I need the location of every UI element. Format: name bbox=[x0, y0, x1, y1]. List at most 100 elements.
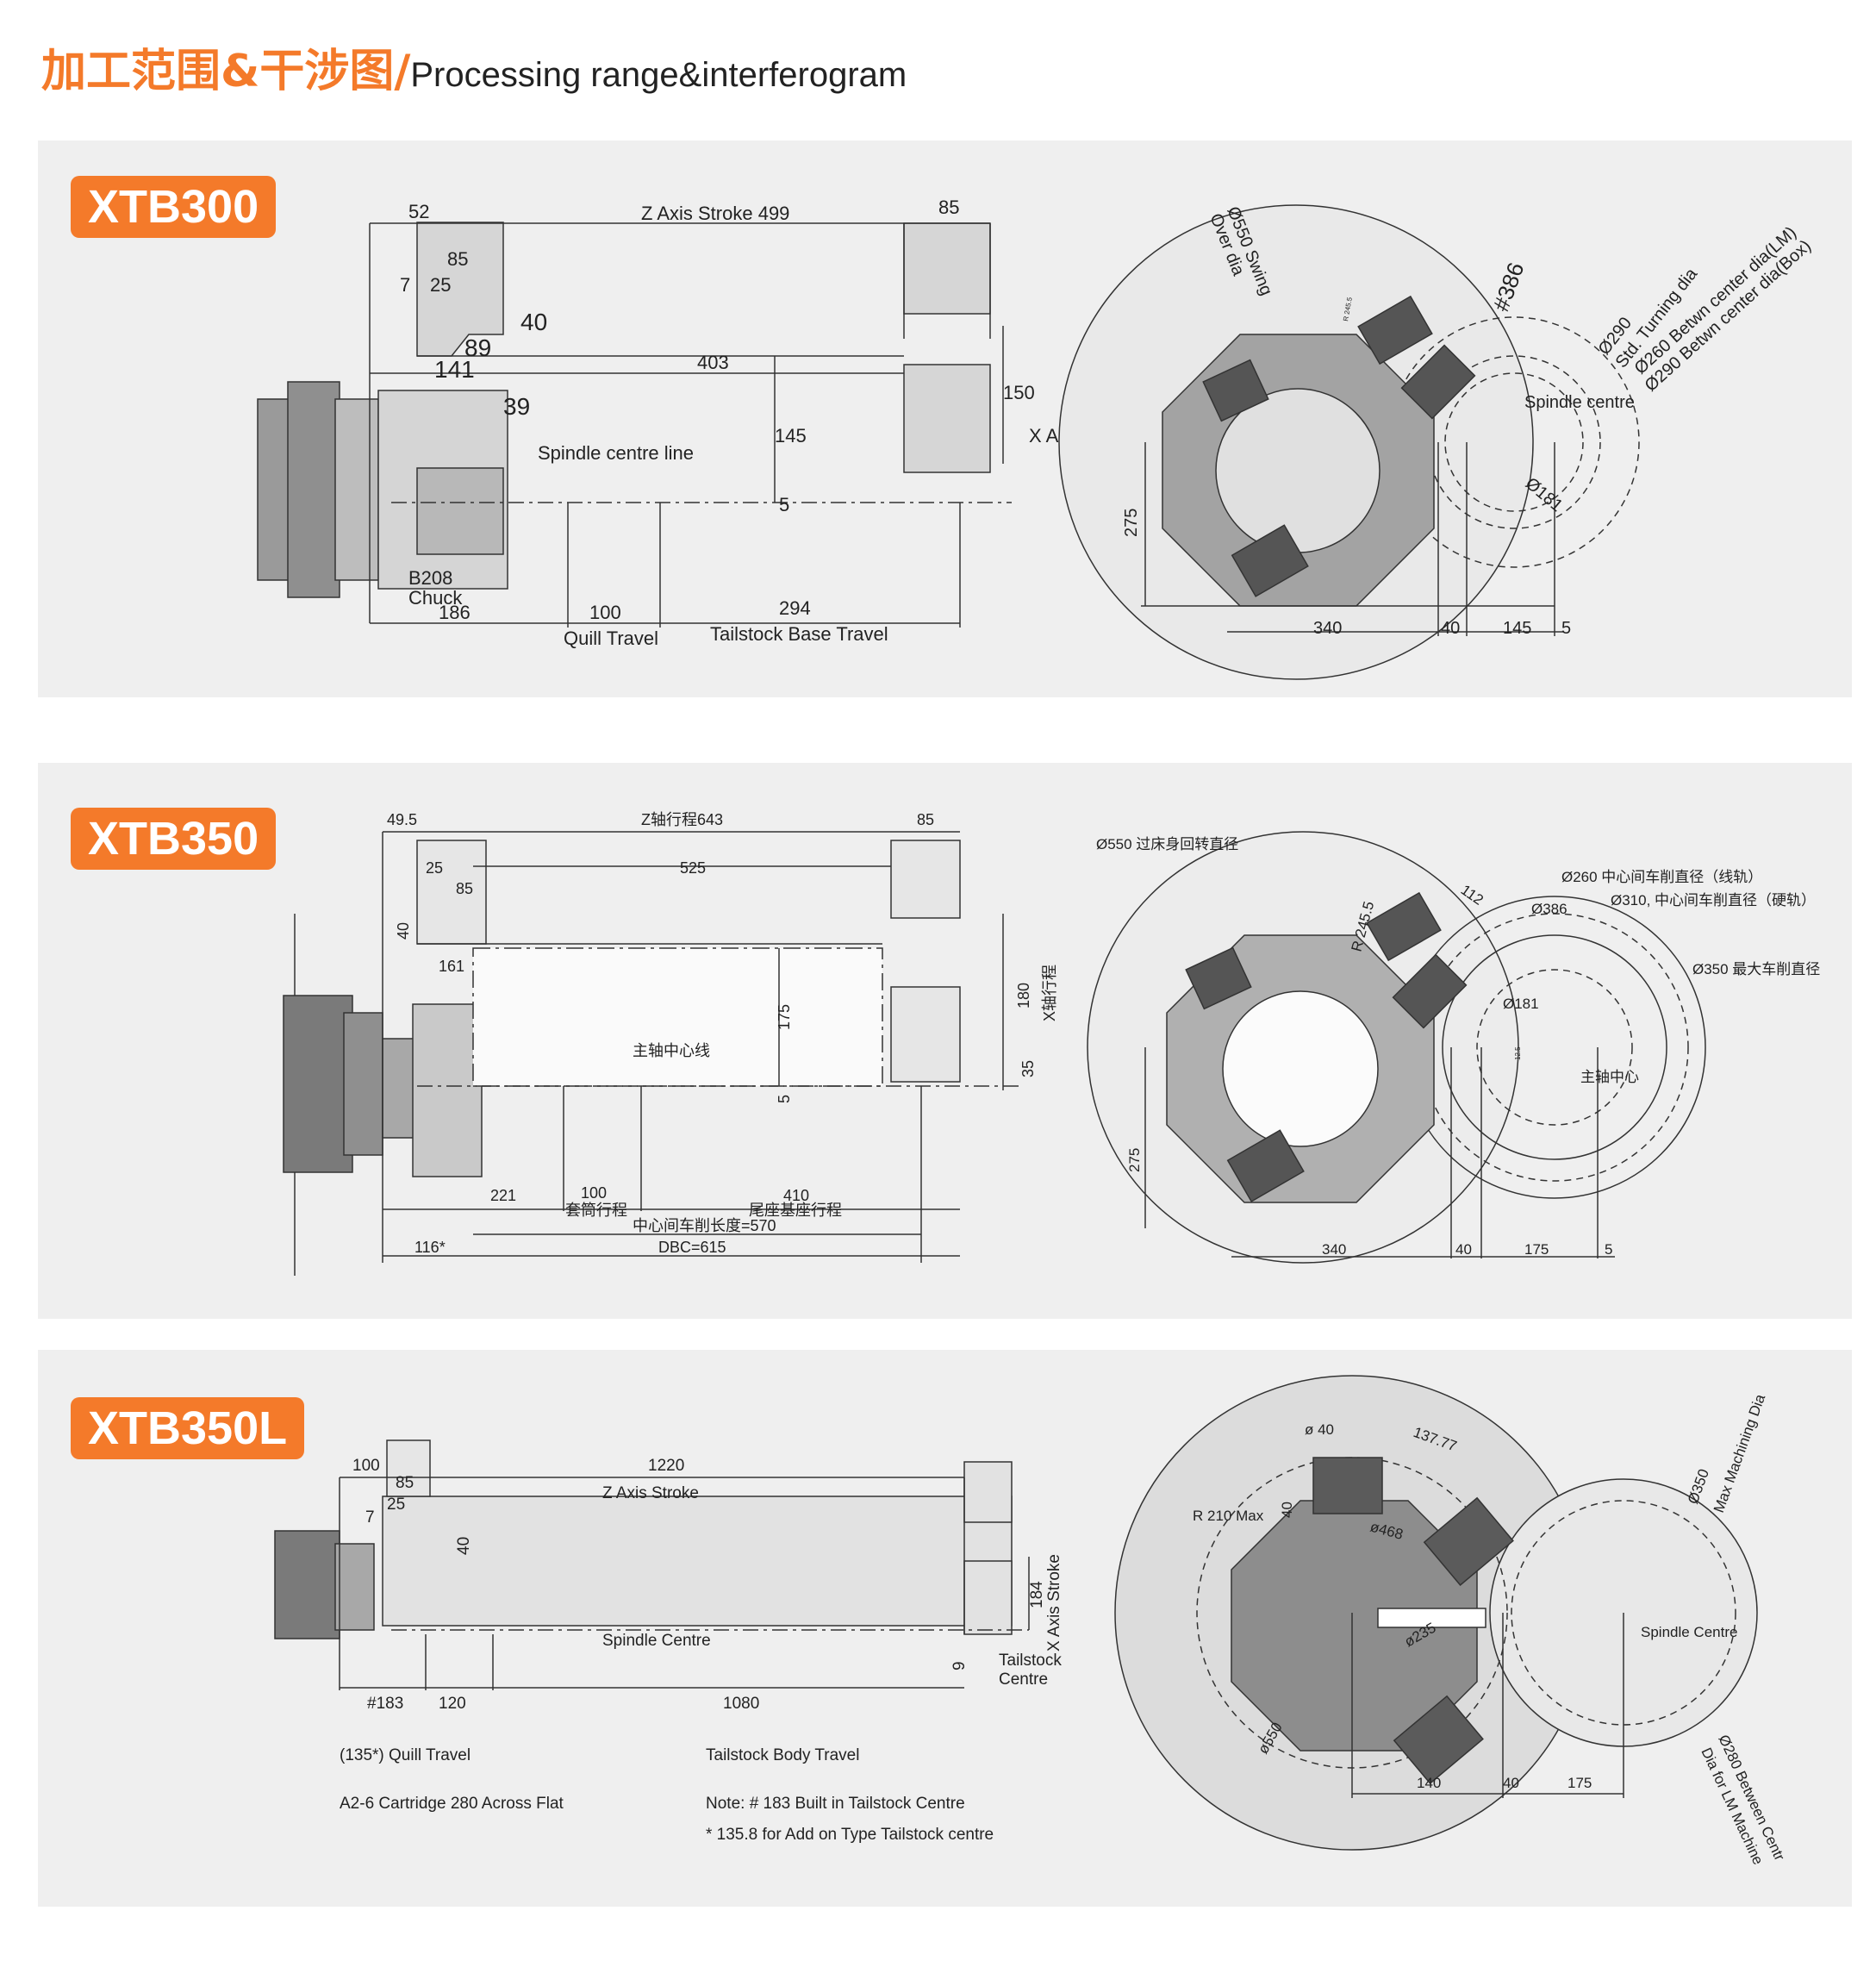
xtb300-dim-85-tool: 85 bbox=[447, 248, 468, 270]
xtb350-dim-180: 180 bbox=[1015, 983, 1032, 1008]
xtb350l-tailstock-top bbox=[963, 1461, 1013, 1523]
xtb300-dim-89: 89 bbox=[464, 334, 491, 361]
xtb300-dim-25: 25 bbox=[430, 274, 451, 296]
xtb350l-dim-140: 140 bbox=[1417, 1775, 1441, 1791]
xtb350l-chuck bbox=[334, 1543, 375, 1631]
xtb350l-cartridge: A2-6 Cartridge 280 Across Flat bbox=[340, 1795, 564, 1813]
xtb350l-spindle-centre: Spindle Centre bbox=[1641, 1624, 1737, 1640]
xtb300-drawing: 52 Z Axis Stroke 499 85 85 7 25 40 89 14… bbox=[257, 197, 1815, 680]
xtb350l-dim-183: #183 bbox=[367, 1695, 403, 1713]
xtb300-dim-386: #386 bbox=[1487, 259, 1529, 315]
xtb350-drawing: 49.5 Z轴行程643 85 25 85 525 40 161 175 180… bbox=[283, 811, 1820, 1276]
xtb300-lm-dia: Ø260 Betwn center dia(LM) bbox=[1631, 223, 1800, 378]
xtb350l-r210: R 210 Max bbox=[1193, 1508, 1264, 1524]
xtb350l-tool-slot bbox=[1377, 1608, 1486, 1628]
xtb350-dim-25: 25 bbox=[426, 859, 443, 877]
xtb350-tool-left bbox=[416, 840, 487, 945]
xtb350l-tool-holder-1 bbox=[1312, 1457, 1383, 1514]
xtb350-box-circle bbox=[1420, 913, 1689, 1182]
xtb350l-interference-diagram bbox=[1114, 1375, 1758, 1851]
xtb300-dim-186: 186 bbox=[439, 602, 471, 623]
xtb350l-dim-85: 85 bbox=[396, 1474, 414, 1492]
page-title: 加工范围&干涉图 / Processing range&interferogra… bbox=[41, 34, 907, 97]
xtb300-dim-145: 145 bbox=[1503, 619, 1531, 638]
model-badge-xtb300: XTB300 bbox=[71, 176, 277, 238]
xtb300-dim-141: 141 bbox=[434, 356, 475, 383]
xtb350l-tailstock-bottom bbox=[963, 1560, 1013, 1635]
xtb350-tailstock: 尾座基座行程 bbox=[749, 1202, 842, 1219]
xtb350l-dim-100: 100 bbox=[352, 1457, 380, 1475]
xtb350l-range-diagram bbox=[274, 1439, 1030, 1690]
xtb350l-tailstock-centre-2: Centre bbox=[999, 1670, 1048, 1689]
xtb350-dim-116: 116* bbox=[414, 1239, 446, 1256]
xtb350-dim-275: 275 bbox=[1126, 1148, 1143, 1172]
xtb350-range-labels: 49.5 Z轴行程643 85 25 85 525 40 161 175 180… bbox=[387, 811, 1058, 1256]
xtb300-chuck-model: B208 bbox=[408, 567, 452, 589]
xtb350l-dim-40-bottom: 40 bbox=[1503, 1775, 1519, 1791]
xtb350l-dim-184: 184 bbox=[1028, 1581, 1046, 1608]
xtb300-tool-holder-3 bbox=[1202, 359, 1269, 422]
xtb300-spindle-centre: Spindle centre bbox=[1524, 393, 1635, 412]
panel-xtb350: XTB350 49.5 Z轴行程 bbox=[38, 763, 1852, 1319]
xtb350l-x-stroke: X Axis Stroke bbox=[1045, 1554, 1063, 1652]
xtb300-dim-275: 275 bbox=[1122, 509, 1141, 537]
xtb350-between-length: 中心间车削长度=570 bbox=[633, 1217, 776, 1234]
xtb350l-dim-1080: 1080 bbox=[723, 1695, 759, 1713]
xtb350l-tool-holder-2 bbox=[1423, 1496, 1514, 1587]
xtb350-chuck-housing bbox=[382, 1038, 418, 1139]
xtb300-z-stroke: Z Axis Stroke 499 bbox=[641, 203, 789, 224]
xtb300-chuck-jaw bbox=[416, 467, 504, 555]
xtb350-dim-221: 221 bbox=[490, 1187, 516, 1204]
xtb350-dim-175: 175 bbox=[1524, 1241, 1549, 1258]
xtb350l-range-labels: 100 1220 85 Z Axis Stroke 7 25 40 184 X … bbox=[340, 1457, 1063, 1844]
xtb300-tool-holder-4 bbox=[1231, 524, 1309, 597]
xtb350l-inner-circle bbox=[1511, 1500, 1736, 1726]
xtb350l-dim-40-top: ø 40 bbox=[1305, 1421, 1334, 1438]
xtb350l-tool-left bbox=[386, 1439, 431, 1497]
xtb300-range-diagram bbox=[257, 222, 1012, 628]
xtb350-interference-diagram bbox=[1087, 831, 1706, 1264]
xtb350l-spindle-centre: Spindle Centre bbox=[602, 1632, 711, 1650]
xtb300-dim-85-top: 85 bbox=[938, 197, 959, 218]
panel-xtb300: XTB300 5 bbox=[38, 140, 1852, 697]
xtb300-dim-39: 39 bbox=[503, 393, 530, 420]
xtb350-dim-49-5: 49.5 bbox=[387, 811, 417, 828]
xtb350-max-dia: Ø350 最大车削直径 bbox=[1692, 961, 1820, 977]
xtb350-small-circle bbox=[1476, 969, 1633, 1126]
xtb300-quill-travel: Quill Travel bbox=[564, 628, 658, 649]
xtb300-dim-100: 100 bbox=[589, 602, 621, 623]
xtb350l-workpiece bbox=[382, 1496, 1013, 1627]
xtb350l-dim-120: 120 bbox=[439, 1695, 466, 1713]
xtb350-dim-525: 525 bbox=[680, 859, 706, 877]
xtb350-spindle-centre: 主轴中心 bbox=[1580, 1069, 1639, 1085]
model-badge-xtb350: XTB350 bbox=[71, 808, 277, 870]
xtb350l-tool-holder-3 bbox=[1393, 1695, 1484, 1785]
xtb350-dim-175: 175 bbox=[776, 1004, 793, 1030]
xtb350-tool-holder-4 bbox=[1226, 1129, 1305, 1202]
xtb350-dim-410: 410 bbox=[783, 1187, 809, 1204]
xtb350-dbc: DBC=615 bbox=[658, 1239, 726, 1256]
xtb350-lm-dia: Ø260 中心间车削直径（线轨） bbox=[1561, 869, 1762, 885]
xtb300-tailstock-base-travel: Tailstock Base Travel bbox=[710, 623, 888, 645]
xtb300-chuck-housing bbox=[334, 398, 379, 581]
xtb350-chuck bbox=[412, 1003, 483, 1177]
xtb300-dim-7: 7 bbox=[400, 274, 410, 296]
xtb300-tool-holder-1 bbox=[1357, 295, 1433, 365]
xtb300-range-labels: 52 Z Axis Stroke 499 85 85 7 25 40 89 14… bbox=[400, 197, 1138, 649]
xtb350-spindle-body bbox=[343, 1012, 383, 1156]
xtb350l-tailstock-body-travel: Tailstock Body Travel bbox=[706, 1746, 859, 1764]
xtb350-dim-40: 40 bbox=[1455, 1241, 1472, 1258]
xtb300-tool-tail-bottom bbox=[903, 364, 991, 473]
xtb350l-dim-25: 25 bbox=[387, 1496, 405, 1514]
xtb300-turret-hub bbox=[1215, 388, 1381, 553]
xtb300-dim-40: 40 bbox=[520, 309, 547, 335]
model-badge-xtb350l: XTB350L bbox=[71, 1397, 305, 1459]
xtb300-dim-5: 5 bbox=[1561, 619, 1571, 638]
xtb350-tool-tail-top bbox=[890, 840, 961, 919]
xtb350-dim-12-5: 12.5 bbox=[1514, 1046, 1522, 1060]
xtb350-dim-5: 5 bbox=[776, 1095, 793, 1103]
xtb350-tool-holder-2 bbox=[1392, 953, 1468, 1029]
xtb350l-dim-40: 40 bbox=[455, 1537, 473, 1555]
xtb350-dim-386: Ø386 bbox=[1531, 901, 1567, 917]
page-title-en: Processing range&interferogram bbox=[410, 56, 907, 94]
